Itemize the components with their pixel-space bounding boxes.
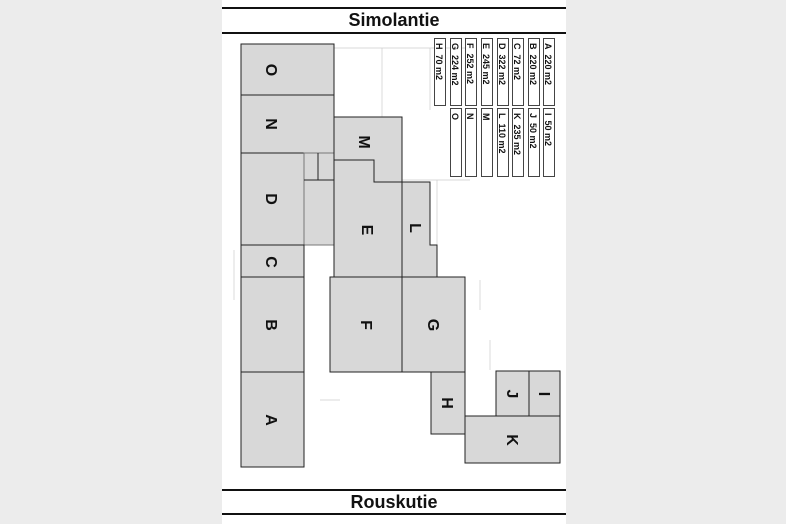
legend-cell-J: J 50 m2 [528,108,540,177]
room-label-N: N [262,118,279,130]
legend-cell-B: B 220 m2 [528,38,540,106]
room-label-J: J [503,390,520,399]
room-C [240,244,305,278]
legend-cell-A: A 220 m2 [543,38,555,106]
divider [222,489,566,491]
room-label-L: L [406,223,423,233]
street-label-bottom: Rouskutie [350,492,438,512]
room-label-K: K [503,434,520,446]
legend-cell-E: E 245 m2 [481,38,493,106]
room-label-C: C [262,256,279,268]
room-label-M: M [355,135,372,148]
room-label-G: G [424,319,441,331]
room-A [240,371,305,468]
room-I [528,370,561,417]
divider [222,7,566,9]
room-G [401,276,466,373]
legend-cell-M: M [481,108,493,177]
divider [222,513,566,515]
room-label-D: D [262,193,279,205]
room-D [240,152,305,246]
legend-cell-H: H 70 m2 [434,38,446,106]
legend-cell-K: K 235 m2 [512,108,524,177]
room-B [240,276,305,373]
legend-cell-O: O [450,108,462,177]
room-label-E: E [358,225,375,236]
legend-cell-N: N [465,108,477,177]
room-label-I: I [535,392,552,396]
legend-cell-G: G 224 m2 [450,38,462,106]
divider [222,32,566,34]
room-label-A: A [262,414,279,426]
legend-cell-D: D 322 m2 [497,38,509,106]
legend-cell-I: I 50 m2 [543,108,555,177]
room-label-H: H [438,397,455,409]
street-label-top: Simolantie [348,10,440,30]
room-D-annex [303,152,335,246]
room-label-O: O [262,64,279,76]
legend-cell-F: F 252 m2 [465,38,477,106]
room-H [430,371,466,435]
legend-cell-L: L 110 m2 [497,108,509,177]
room-label-F: F [357,320,374,330]
room-O [240,43,335,96]
room-N [240,94,335,154]
room-label-B: B [262,319,279,331]
room-K [464,415,561,464]
room-F [329,276,403,373]
legend-cell-C: C 72 m2 [512,38,524,106]
